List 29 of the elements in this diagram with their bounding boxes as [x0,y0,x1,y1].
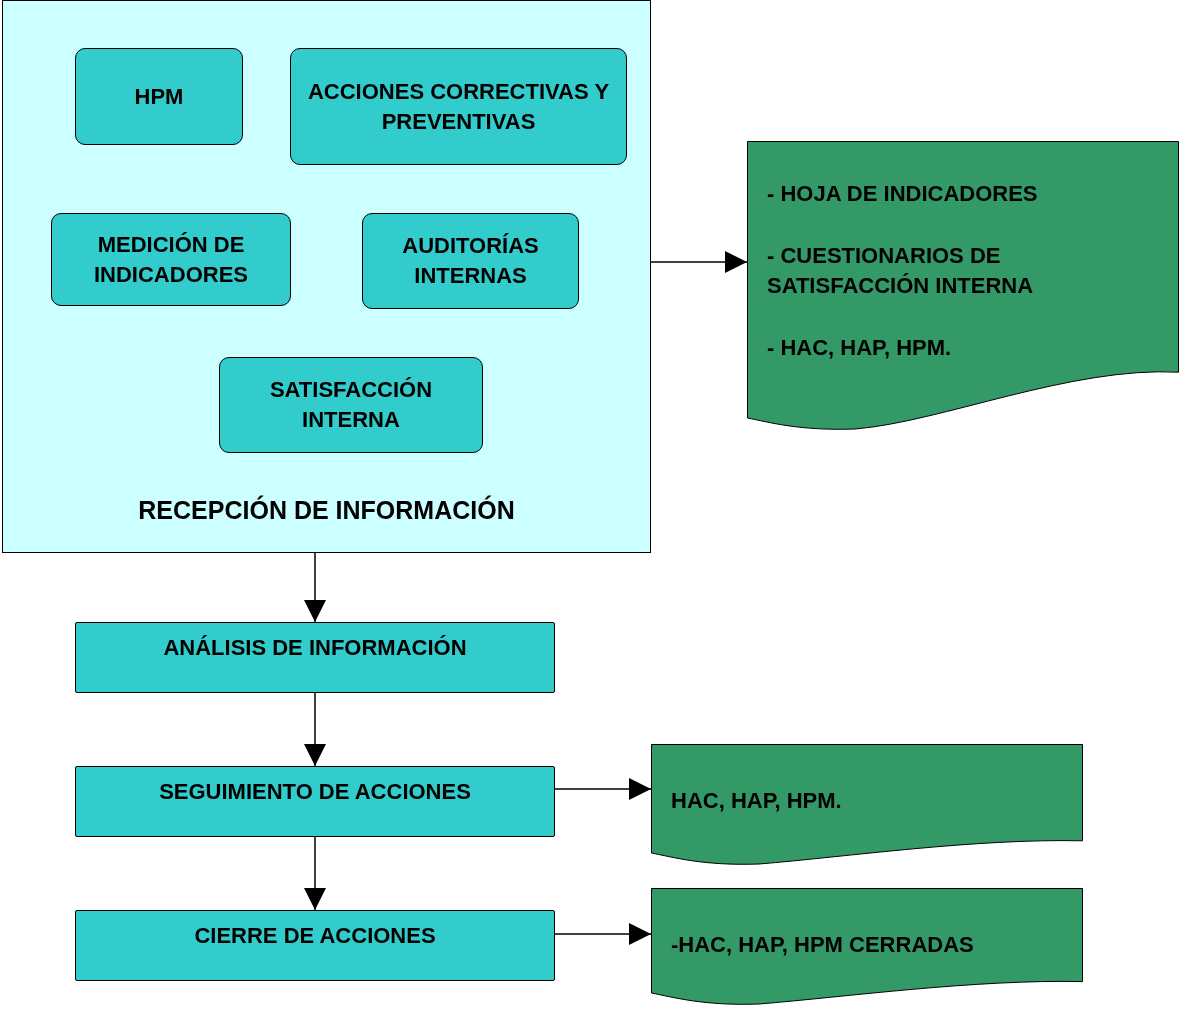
arrow [304,552,326,623]
box-label: SATISFACCIÓN INTERNA [268,376,434,434]
group-title: RECEPCIÓN DE INFORMACIÓN [137,495,516,525]
process-box [75,910,555,981]
box-label: SEGUIMIENTO DE ACCIONES [158,778,472,806]
list-item: HAC, HAP, HPM. [671,787,843,815]
box-label: ANÁLISIS DE INFORMACIÓN [162,634,468,662]
arrow [554,778,652,800]
process-box [75,48,243,145]
list-item: - HAC, HAP, HPM. [767,334,953,362]
list-item: - CUESTIONARIOS DE SATISFACCIÓN INTERNA [767,242,1035,300]
box-label: MEDICIÓN DE INDICADORES [93,230,249,289]
process-box [290,48,627,165]
process-box [362,213,579,309]
box-label: HPM [133,82,185,111]
process-box [75,622,555,693]
process-box [219,357,483,453]
list-item: - HOJA DE INDICADORES [767,180,1039,208]
group-panel [2,0,651,553]
arrow [304,692,326,767]
box-label: CIERRE DE ACCIONES [193,922,437,950]
box-label: ACCIONES CORRECTIVAS Y PREVENTIVAS [306,77,611,136]
arrow [554,923,652,945]
list-item: -HAC, HAP, HPM CERRADAS [671,931,975,959]
arrow [650,251,748,273]
arrow [304,836,326,911]
process-box [75,766,555,837]
process-box [51,213,291,306]
box-label: AUDITORÍAS INTERNAS [401,232,540,290]
